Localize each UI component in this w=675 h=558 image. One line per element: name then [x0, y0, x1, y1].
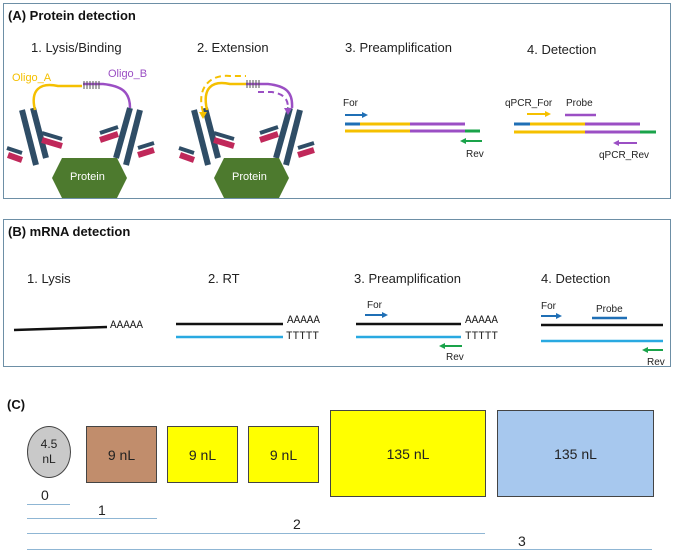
bracket-0 — [27, 504, 70, 505]
step-number-1: 1 — [98, 502, 106, 518]
volume-9nl-label-3: 9 nL — [269, 446, 298, 463]
step-rt: 2. RT — [208, 271, 240, 286]
volume-box-9nl-brown: 9 nL — [86, 426, 157, 483]
protein-label-1: Protein — [70, 171, 105, 183]
volume-135nl-label-2: 135 nL — [554, 445, 597, 462]
polya-2: AAAAA — [287, 315, 321, 327]
bracket-3 — [27, 549, 652, 550]
qpcr-rev-label: qPCR_Rev — [599, 150, 650, 161]
step-lysis: 1. Lysis — [27, 271, 71, 286]
step-preamplification: 3. Preamplification — [345, 40, 452, 55]
preamp-rev-label-b: Rev — [446, 352, 464, 363]
step-detection: 4. Detection — [527, 42, 597, 57]
preamp-for-label: For — [343, 98, 358, 109]
bracket-1 — [27, 518, 157, 519]
volume-9nl-label-2: 9 nL — [188, 446, 217, 463]
extension-illustration — [178, 74, 315, 198]
preamp-rev-label: Rev — [466, 149, 484, 160]
detection-for-label-b: For — [541, 301, 556, 312]
detection-illustration — [514, 111, 656, 146]
lysis-binding-illustration — [6, 81, 155, 198]
panel-a-title: (A) Protein detection — [8, 8, 136, 23]
polyt-3: TTTTT — [465, 331, 499, 343]
volume-135nl-label-1: 135 nL — [386, 445, 430, 462]
qpcr-for-label: qPCR_For — [505, 98, 553, 109]
polya-1: AAAAA — [110, 320, 144, 332]
step-preamplification-b: 3. Preamplification — [354, 271, 461, 286]
panel-b-title: (B) mRNA detection — [8, 224, 131, 239]
probe-label-b: Probe — [596, 304, 623, 315]
oligo-a-label: Oligo_A — [12, 72, 52, 84]
volume-box-135nl-yellow: 135 nL — [330, 410, 486, 497]
preamplification-illustration — [345, 112, 482, 144]
step-number-2: 2 — [293, 516, 301, 532]
step-number-3: 3 — [518, 533, 526, 549]
panel-mrna-detection — [3, 219, 671, 367]
protein-label-2: Protein — [232, 171, 267, 183]
volume-box-9nl-yellow-1: 9 nL — [167, 426, 238, 483]
detection-rev-label-b: Rev — [647, 357, 665, 368]
panel-c-title: (C) — [7, 397, 26, 412]
volume-box-135nl-blue: 135 nL — [497, 410, 654, 497]
volume-4-5nl-label: 4.5 nL — [40, 437, 58, 466]
volume-9nl-label-1: 9 nL — [107, 446, 136, 463]
polyt-2: TTTTT — [286, 331, 320, 343]
step-number-0: 0 — [41, 487, 49, 503]
probe-label-a: Probe — [566, 98, 593, 109]
volume-circle-4-5nl: 4.5 nL — [27, 426, 71, 478]
polya-3: AAAAA — [465, 315, 499, 327]
volume-box-9nl-yellow-2: 9 nL — [248, 426, 319, 483]
step-lysis-binding: 1. Lysis/Binding — [31, 40, 122, 55]
step-extension: 2. Extension — [197, 40, 269, 55]
oligo-b-label: Oligo_B — [108, 68, 148, 80]
step-detection-b: 4. Detection — [541, 271, 611, 286]
preamp-for-label-b: For — [367, 300, 382, 311]
bracket-2 — [27, 533, 485, 534]
